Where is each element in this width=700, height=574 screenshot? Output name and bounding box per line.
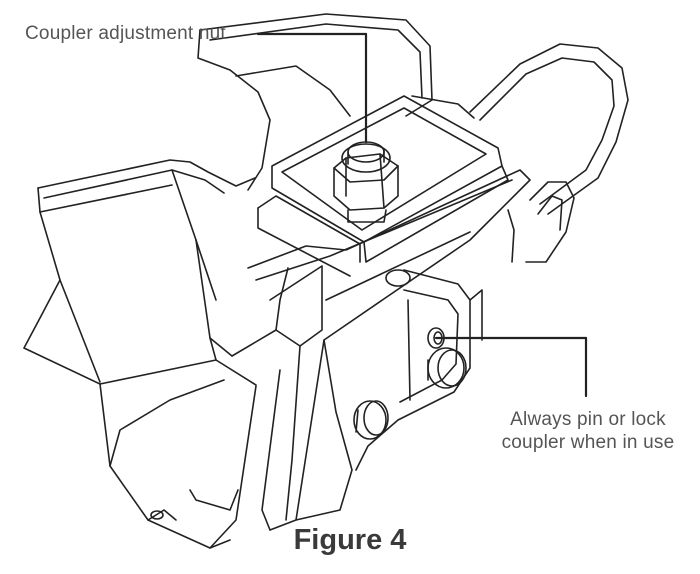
coupler-adjustment-nut — [334, 142, 398, 222]
lower-bracket — [356, 270, 482, 470]
upper-pivot — [386, 270, 410, 286]
leader-line-adjustment-nut — [258, 34, 366, 142]
figure-caption: Figure 4 — [293, 524, 407, 556]
lock-pin — [428, 348, 466, 388]
lock-pin-hole — [428, 328, 444, 348]
coupler-loop — [412, 44, 628, 214]
callout-adjustment-nut: Coupler adjustment nut — [25, 23, 226, 44]
lower-pin — [354, 401, 388, 439]
callout-pin-lock: Always pin or lock coupler when in use — [492, 408, 684, 454]
upper-bracket — [198, 14, 432, 190]
ball-socket — [508, 182, 574, 262]
callout-pin-lock-line2: coupler when in use — [501, 432, 675, 453]
leader-line-pin-lock — [436, 338, 586, 396]
side-plates — [190, 170, 530, 548]
coupler-body — [24, 160, 256, 548]
callout-pin-lock-line1: Always pin or lock — [510, 409, 666, 430]
adjustment-plate — [258, 96, 508, 276]
